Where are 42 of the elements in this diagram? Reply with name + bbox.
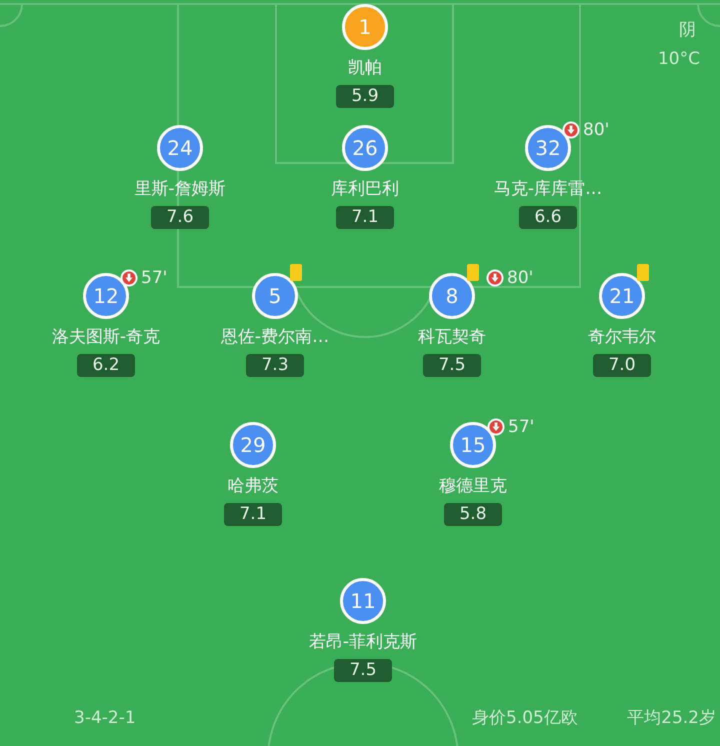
jersey-number-circle: 26 [342, 125, 388, 171]
jersey-number-circle: 11 [340, 578, 386, 624]
player-name: 穆德里克 [439, 478, 507, 495]
average-age: 平均25.2岁 [627, 710, 716, 727]
jersey-number-circle: 8 [429, 273, 475, 319]
rating-badge: 7.5 [334, 659, 392, 682]
jersey-number-circle: 24 [157, 125, 203, 171]
rating-badge: 5.9 [336, 85, 394, 108]
substitution-minute: 57' [141, 270, 168, 287]
rating-badge: 5.8 [444, 503, 502, 526]
rating-badge: 7.3 [246, 354, 304, 377]
player-name: 洛夫图斯-奇克 [52, 329, 160, 346]
rating-badge: 7.1 [336, 206, 394, 229]
temperature: 10°C [658, 51, 700, 68]
substitution-minute: 80' [507, 270, 534, 287]
jersey-number-circle: 1 [342, 4, 388, 50]
rating-badge: 6.2 [77, 354, 135, 377]
player-name: 库利巴利 [331, 181, 399, 198]
jersey-number-circle: 29 [230, 422, 276, 468]
jersey-number-circle: 32 [525, 125, 571, 171]
player-name: 科瓦契奇 [418, 329, 486, 346]
player-name: 哈弗茨 [228, 478, 278, 495]
rating-badge: 7.1 [224, 503, 282, 526]
rating-badge: 7.0 [593, 354, 651, 377]
player-name: 若昂-菲利克斯 [308, 634, 418, 651]
jersey-number-circle: 5 [252, 273, 298, 319]
jersey-number-circle: 12 [83, 273, 129, 319]
jersey-number-circle: 21 [599, 273, 645, 319]
rating-badge: 7.5 [423, 354, 481, 377]
substitution-minute: 57' [508, 419, 534, 436]
formation: 3-4-2-1 [74, 710, 136, 727]
substitution-minute: 80' [583, 122, 610, 139]
rating-badge: 6.6 [519, 206, 577, 229]
player-name: 奇尔韦尔 [588, 329, 656, 346]
player-name: 凯帕 [348, 60, 382, 77]
player-name: 里斯-詹姆斯 [134, 181, 226, 198]
rating-badge: 7.6 [151, 206, 209, 229]
squad-market-value: 身价5.05亿欧 [472, 710, 578, 727]
player-name: 恩佐-费尔南… [220, 329, 330, 346]
player-name: 马克-库库雷… [494, 181, 602, 198]
jersey-number-circle: 15 [450, 422, 496, 468]
weather-condition: 阴 [679, 22, 696, 39]
